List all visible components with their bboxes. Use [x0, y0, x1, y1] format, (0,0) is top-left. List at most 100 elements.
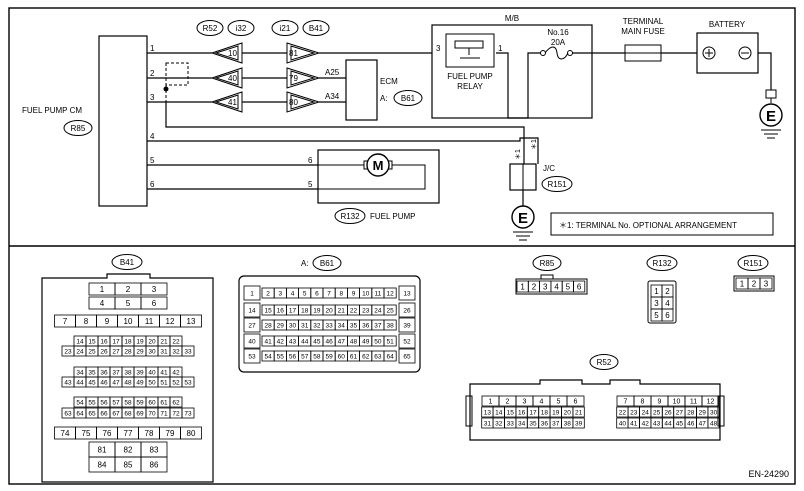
- b41-pin-45: 45: [88, 379, 96, 386]
- b41-pin-54: 54: [76, 399, 84, 406]
- b61-pin-10: 10: [362, 290, 370, 297]
- pump-pin-6: 6: [308, 156, 313, 165]
- cm-pin-2: 2: [150, 69, 155, 78]
- r85-housing: [515, 278, 588, 295]
- b61-pin-53-cell: [243, 348, 261, 364]
- r52-pin-30-cell: [707, 406, 720, 418]
- b61-pin-17: 17: [289, 307, 297, 314]
- ecm-connector-prefix: A:: [380, 94, 388, 103]
- b41-pin-67: 67: [112, 410, 120, 417]
- fuel-pump-cm-box: [98, 35, 148, 207]
- r85-pin-2: 2: [532, 282, 537, 291]
- b61-pin-64-cell: [383, 350, 397, 362]
- battery-label: BATTERY: [709, 20, 746, 29]
- r52-pin-22: 22: [619, 409, 627, 416]
- r132-title: R132: [652, 259, 672, 268]
- b61-pin-39-cell: [398, 317, 416, 333]
- cm-pin-3: 3: [150, 93, 155, 102]
- b61-pin-37: 37: [374, 322, 382, 329]
- r151-pin-3-cell: [759, 277, 773, 290]
- r52-pin-8: 8: [641, 399, 645, 406]
- r52-pin-24: 24: [642, 409, 650, 416]
- b41-pin-63: 63: [64, 410, 72, 417]
- b41-pin-35: 35: [88, 369, 96, 376]
- b41-pin-18: 18: [124, 338, 132, 345]
- r52-pin-40: 40: [619, 420, 627, 427]
- fuel-pump-cm-code: R85: [71, 124, 86, 133]
- b41-pin-80: 80: [187, 429, 196, 438]
- b61-pin-23: 23: [362, 307, 370, 314]
- fuel-pump-relay-box: [445, 33, 495, 68]
- b61-pin-8: 8: [339, 290, 343, 297]
- b41-pin-82: 82: [124, 445, 133, 454]
- r52-pin-27: 27: [676, 409, 684, 416]
- r132-pin-3: 3: [654, 299, 659, 308]
- b41-pin-2: 2: [126, 285, 131, 294]
- b41-pin-73: 73: [184, 410, 192, 417]
- b61-pin-58: 58: [313, 353, 321, 360]
- b41-pin-33-cell: [181, 345, 195, 357]
- b41-pin-58: 58: [124, 399, 132, 406]
- dashed-junction: [165, 62, 189, 86]
- b61-pin-63: 63: [374, 353, 382, 360]
- ecm-connector: B61: [401, 94, 416, 103]
- b41-pin-52: 52: [172, 379, 180, 386]
- r151-pin-2: 2: [752, 279, 757, 288]
- battery-ground-symbol: E: [766, 108, 776, 125]
- b41-pin-41: 41: [160, 369, 168, 376]
- b61-pin-44: 44: [301, 338, 309, 345]
- b41-pin-66: 66: [100, 410, 108, 417]
- b41-pin-70: 70: [148, 410, 156, 417]
- b61-pin-50: 50: [374, 338, 382, 345]
- fuel-pump-cm-label: FUEL PUMP CM: [22, 106, 82, 115]
- cm-pin-6: 6: [150, 180, 155, 189]
- b61-pin-22: 22: [350, 307, 358, 314]
- mb-label: M/B: [505, 14, 519, 23]
- r52-pin-14: 14: [495, 409, 503, 416]
- r52-pin-48-cell: [707, 417, 720, 429]
- r85-pin-3: 3: [543, 282, 548, 291]
- fuel-pump-box: [317, 149, 440, 204]
- battery-box: [696, 32, 759, 74]
- r52-pin-32: 32: [495, 420, 503, 427]
- b41-pin-29: 29: [136, 348, 144, 355]
- b61-pin-43: 43: [289, 338, 297, 345]
- r52-pin-1: 1: [489, 399, 493, 406]
- schematic: FUEL PUMP CM R85 1 2 3 4 5 6: [22, 14, 783, 241]
- b61-pin-29: 29: [277, 322, 285, 329]
- r52-i32-terminals: [210, 42, 243, 113]
- b61-pin-45: 45: [313, 338, 321, 345]
- b61-pin-2: 2: [266, 290, 270, 297]
- b61-pin-12: 12: [386, 290, 394, 297]
- jc-ground-icon: [511, 205, 535, 229]
- r132-pin-2: 2: [665, 287, 670, 296]
- b41-pin-39: 39: [136, 369, 144, 376]
- b41-pin-55: 55: [88, 399, 96, 406]
- r52-pin-21-cell: [572, 406, 585, 418]
- b41-pin-48: 48: [124, 379, 132, 386]
- b41-pin-38: 38: [124, 369, 132, 376]
- r52-pin-12: 12: [707, 399, 715, 406]
- r52-pin-40: 40: [228, 74, 237, 83]
- b61-pin-21: 21: [338, 307, 346, 314]
- b41-pin-46: 46: [100, 379, 108, 386]
- fuse-rating: 20A: [551, 38, 566, 47]
- b41-pin-51: 51: [160, 379, 168, 386]
- main-fuse-label-line1: TERMINAL: [623, 17, 664, 26]
- r85-pin-5: 5: [566, 282, 571, 291]
- r52-housing: [469, 379, 721, 441]
- r52-pin-34: 34: [518, 420, 526, 427]
- b61-pin-15: 15: [264, 307, 272, 314]
- relay-label-line1: FUEL PUMP: [447, 72, 493, 81]
- b41-pin-8: 8: [84, 317, 89, 326]
- b41-pin-19: 19: [136, 338, 144, 345]
- b41-pin-77: 77: [124, 429, 133, 438]
- r132-pin-4: 4: [665, 299, 670, 308]
- b41-pin-4: 4: [100, 299, 105, 308]
- b41-pin-79: 79: [166, 429, 175, 438]
- b61-pin-32: 32: [313, 322, 321, 329]
